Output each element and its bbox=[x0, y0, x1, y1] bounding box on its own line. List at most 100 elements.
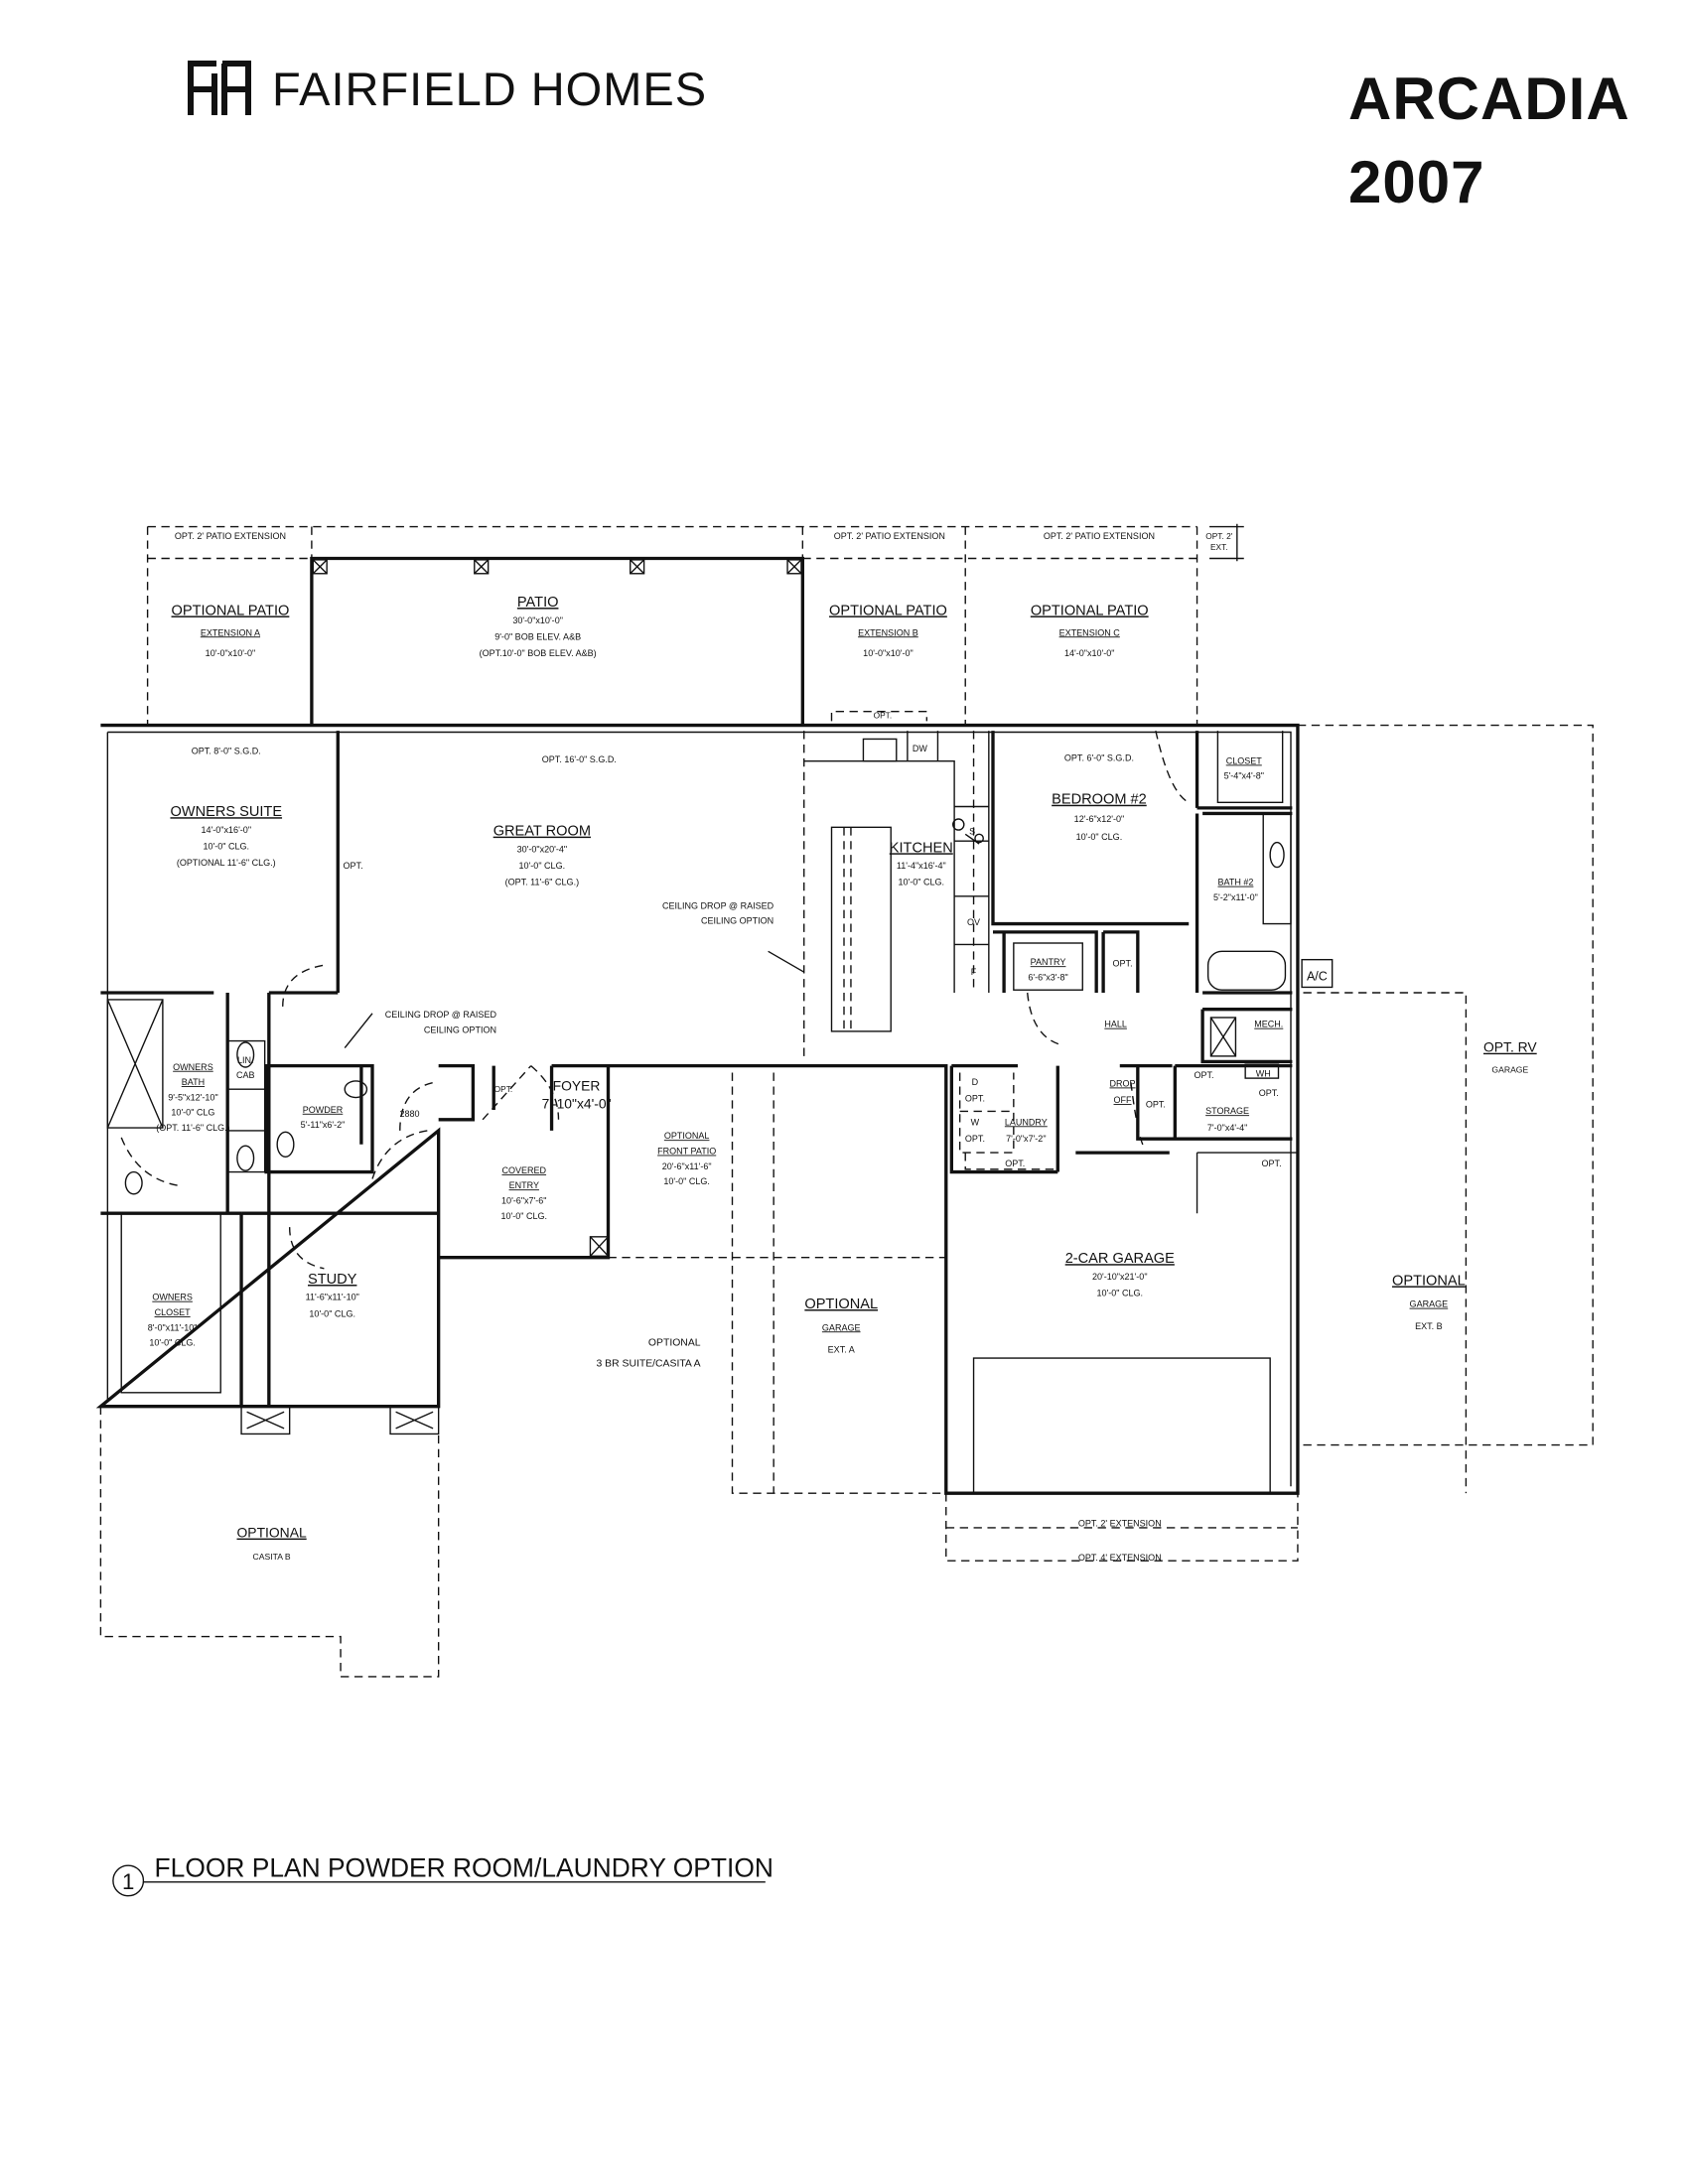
label-line: 11'-4"x16'-4" bbox=[897, 861, 946, 871]
label-bath2: BATH #2 5'-2"x11'-0" bbox=[1213, 878, 1258, 902]
label-line: 10'-0" CLG. bbox=[898, 878, 944, 887]
label-title: OPT. 2' PATIO EXTENSION bbox=[1044, 531, 1155, 541]
label-line: 3 BR SUITE/CASITA A bbox=[596, 1358, 700, 1369]
label-line: GARAGE bbox=[822, 1322, 861, 1332]
label-title: OPT. bbox=[494, 1084, 513, 1094]
label-title: OPTIONAL PATIO bbox=[172, 603, 290, 618]
view-title-text: FLOOR PLAN POWDER ROOM/LAUNDRY OPTION bbox=[155, 1852, 774, 1882]
label-title: DROP bbox=[1110, 1078, 1136, 1088]
label-line: FRONT PATIO bbox=[657, 1147, 716, 1157]
label-title: OWNERS bbox=[173, 1062, 213, 1072]
label-line: 5'-2"x11'-0" bbox=[1213, 892, 1258, 902]
label-title: STUDY bbox=[308, 1272, 357, 1288]
label-line: (OPT. 11'-6" CLG.) bbox=[156, 1123, 229, 1133]
label-title: 2-CAR GARAGE bbox=[1065, 1251, 1175, 1267]
label-laundry-opt: OPT. bbox=[1005, 1159, 1025, 1168]
optional-rv-garage bbox=[1303, 992, 1468, 1494]
label-line: 6'-6"x3'-8" bbox=[1028, 973, 1067, 983]
label-line: 14'-0"x10'-0" bbox=[1064, 648, 1115, 658]
label-oven: OV bbox=[967, 917, 980, 927]
label-title: WH bbox=[1256, 1069, 1271, 1079]
label-title: OPT. bbox=[1146, 1099, 1166, 1109]
label-line: 10'-0" CLG. bbox=[309, 1308, 355, 1318]
brand-name: FAIRFIELD HOMES bbox=[272, 62, 708, 115]
label-title: DW bbox=[913, 744, 928, 753]
label-title: OPT. bbox=[1262, 1159, 1282, 1168]
label-title: OPT. 8'-0" S.G.D. bbox=[192, 747, 261, 756]
label-title: OPT. 16'-0" S.G.D. bbox=[542, 754, 617, 764]
label-line: 10'-0" CLG. bbox=[663, 1176, 710, 1186]
kitchen-island bbox=[830, 826, 892, 1032]
label-line: 9'-0" BOB ELEV. A&B bbox=[494, 631, 581, 641]
label-title: OWNERS bbox=[152, 1293, 193, 1302]
garage-extensions bbox=[945, 1493, 1299, 1562]
label-fireplace-opt: OPT. bbox=[344, 861, 363, 871]
label-title: F bbox=[971, 967, 977, 977]
plan-number: 2007 bbox=[1348, 149, 1485, 215]
label-line: 10'-0" CLG. bbox=[519, 861, 566, 871]
label-title: OPTIONAL bbox=[237, 1525, 307, 1541]
label-line: EXT. A bbox=[828, 1345, 855, 1355]
label-line: 10'-0" CLG. bbox=[1096, 1289, 1143, 1298]
label-hall: HALL bbox=[1104, 1020, 1127, 1029]
label-sgd-great: OPT. 16'-0" S.G.D. bbox=[542, 754, 617, 764]
label-title: OPT. bbox=[344, 861, 363, 871]
label-garage-ext-a: OPTIONAL GARAGE EXT. A bbox=[804, 1297, 878, 1354]
label-title: OV bbox=[967, 917, 980, 927]
label-title: KITCHEN bbox=[890, 840, 953, 856]
plan-name: ARCADIA bbox=[1348, 66, 1630, 132]
label-title: OPT. 2' EXTENSION bbox=[1078, 1519, 1162, 1529]
label-line: OPT. bbox=[965, 1094, 985, 1104]
label-title: BEDROOM #2 bbox=[1052, 792, 1147, 808]
optional-garage-ext-a bbox=[608, 1072, 946, 1494]
label-line: 10'-0" CLG. bbox=[149, 1338, 196, 1348]
label-title: BATH #2 bbox=[1217, 878, 1253, 887]
label-title: PATIO bbox=[517, 595, 559, 611]
kitchen-sink bbox=[862, 738, 898, 762]
label-title: S bbox=[969, 826, 975, 836]
label-title: A/C bbox=[1307, 969, 1328, 983]
optional-garage-ext-b bbox=[1297, 724, 1594, 1446]
label-title: HALL bbox=[1104, 1020, 1127, 1029]
label-line: EXT. B bbox=[1415, 1321, 1443, 1331]
label-line: 8'-0"x11'-10" bbox=[148, 1322, 198, 1332]
view-title: 1 FLOOR PLAN POWDER ROOM/LAUNDRY OPTION bbox=[112, 1852, 774, 1897]
label-line: 7'-10"x4'-0" bbox=[542, 1096, 612, 1112]
label-line: 5'-11"x6'-2" bbox=[301, 1120, 346, 1130]
label-line: BATH bbox=[182, 1077, 205, 1087]
label-patio-ext-2-a: OPT. 2' PATIO EXTENSION bbox=[175, 531, 286, 541]
fh-monogram-icon bbox=[188, 61, 251, 115]
label-line: 9'-5"x12'-10" bbox=[168, 1092, 217, 1102]
garage-door bbox=[972, 1357, 1271, 1494]
label-line: 30'-0"x20'-4" bbox=[517, 844, 568, 854]
label-title: W bbox=[971, 1117, 980, 1127]
ac-unit bbox=[1301, 958, 1334, 989]
label-bedroom2: BEDROOM #212'-6"x12'-0"10'-0" CLG. bbox=[1052, 792, 1147, 842]
label-line: 7'-0"x7'-2" bbox=[1006, 1134, 1046, 1144]
label-door-2880: 2880 bbox=[399, 1109, 419, 1119]
label-garage-ext-4: OPT. 4' EXTENSION bbox=[1078, 1553, 1162, 1563]
label-title: STORAGE bbox=[1205, 1106, 1249, 1116]
label-title: OPTIONAL bbox=[804, 1297, 878, 1312]
label-title: OPT. RV bbox=[1483, 1039, 1537, 1055]
bathtub bbox=[1206, 950, 1287, 991]
label-patio-ext-2-b: OPT. 2' PATIO EXTENSION bbox=[834, 531, 945, 541]
label-title: OPTIONAL bbox=[1392, 1273, 1466, 1289]
label-line: 12'-6"x12'-0" bbox=[1074, 814, 1125, 824]
label-line: 5'-4"x4'-8" bbox=[1224, 771, 1264, 781]
label-foyer-opt: OPT. bbox=[494, 1084, 513, 1094]
